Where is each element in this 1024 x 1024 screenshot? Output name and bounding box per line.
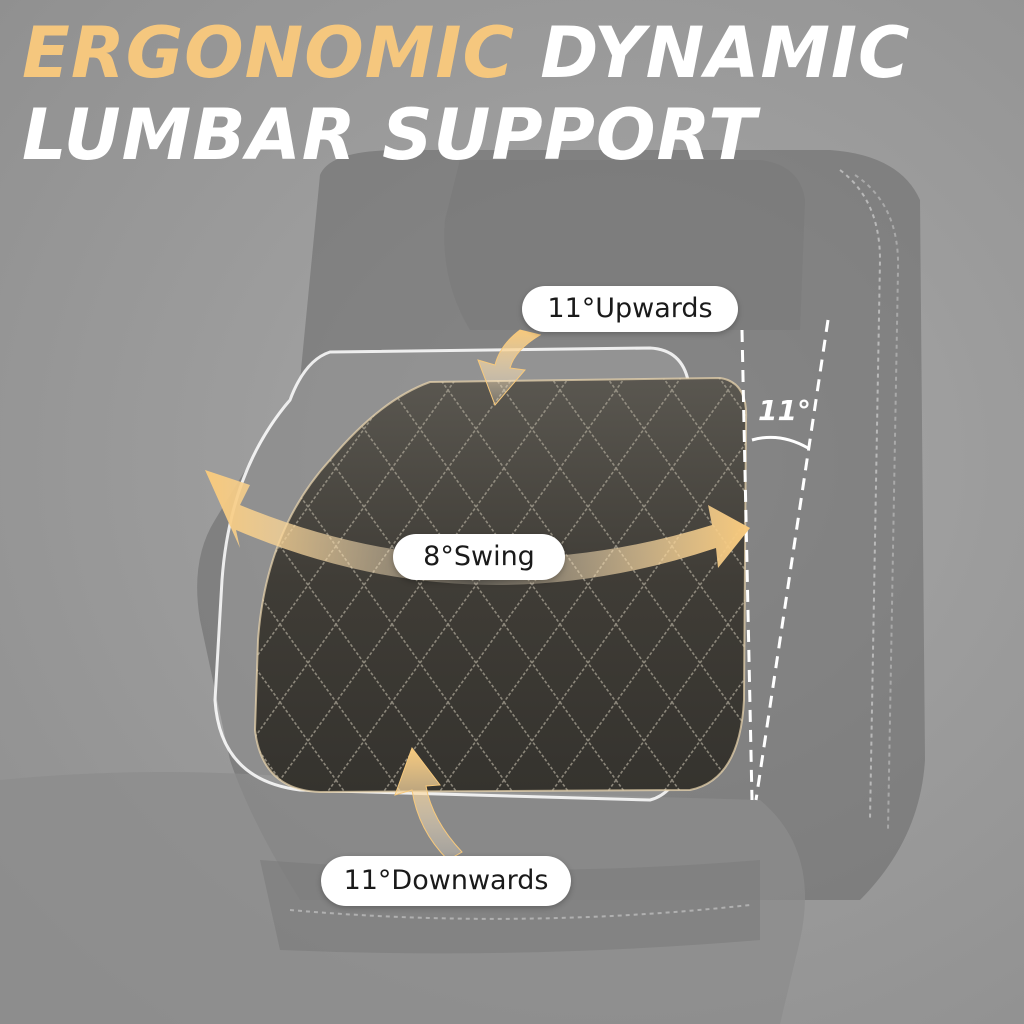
double-curved-arrow-icon xyxy=(205,470,750,585)
angle-label: 11° xyxy=(758,394,811,427)
headline-rest-word: DYNAMIC xyxy=(540,12,911,94)
lumbar-cushion xyxy=(253,376,748,794)
angle-indicator xyxy=(740,319,830,801)
upwards-label: 11°Upwards xyxy=(522,286,738,332)
curved-arrow-down-icon xyxy=(477,329,542,406)
headline-line-1: ERGONOMIC DYNAMIC xyxy=(22,18,910,88)
headline-accent-word: ERGONOMIC xyxy=(22,12,515,94)
downwards-label: 11°Downwards xyxy=(321,856,571,906)
curved-arrow-up-icon xyxy=(394,746,463,861)
swing-label: 8°Swing xyxy=(393,534,565,580)
headline-line-2: LUMBAR SUPPORT xyxy=(22,94,757,176)
